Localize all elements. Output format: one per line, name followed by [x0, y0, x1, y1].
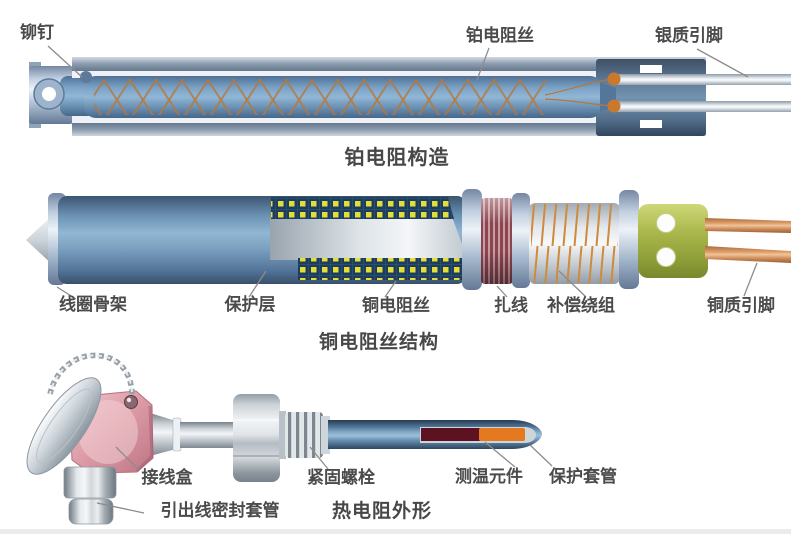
bottom-edge-strip [0, 529, 791, 534]
terminal-hole-bottom [656, 247, 676, 267]
compensation-turns [531, 204, 618, 283]
pointer-protective-sleeve [529, 444, 553, 467]
rivet-head [80, 71, 92, 83]
label-platinum-wire: 铂电阻丝 [466, 26, 534, 46]
cap-disc [26, 377, 102, 475]
silver-lead-top [612, 74, 791, 85]
sealing-fitting-upper [63, 466, 117, 499]
pointer-platinum-wire [476, 47, 490, 81]
label-fastening-bolt: 紧固螺栓 [307, 468, 375, 488]
hex-nut [233, 394, 280, 482]
silver-lead-bottom [612, 101, 791, 112]
pointer-copper-leads [743, 262, 758, 297]
extension-tube [180, 422, 234, 448]
shell-stripe-bottom [72, 116, 598, 123]
platinum-rtd-drawing [29, 57, 791, 136]
label-rivet: 铆钉 [20, 23, 54, 43]
pointer-copper-wire [384, 280, 397, 298]
nut-step [279, 411, 286, 459]
pointer-junction-box [115, 446, 140, 471]
title-platinum-construction: 铂电阻构造 [344, 145, 450, 169]
title-copper-structure: 铜电阻丝结构 [318, 331, 440, 353]
housing-slot-top [640, 65, 662, 73]
pointer-lead-sealing-sleeve [96, 502, 145, 514]
bracket-step-bottom [29, 121, 41, 128]
pointer-coil-frame [56, 286, 77, 300]
label-lead-sealing-sleeve: 引出线密封套管 [160, 501, 280, 521]
copper-wire-band-bottom [298, 258, 471, 280]
pointer-compensation-winding [558, 270, 587, 298]
copper-rtd-drawing [26, 189, 791, 290]
rivet-hole [42, 87, 56, 101]
box-neck-connector [150, 413, 176, 456]
copper-lead-top [705, 218, 791, 233]
label-compensation-winding: 补偿绕组 [547, 296, 615, 316]
cap-chain [47, 352, 135, 399]
pointer-lines [47, 45, 758, 514]
sealing-fitting-lower [68, 498, 114, 525]
collar-3 [619, 190, 639, 289]
threads [285, 412, 323, 458]
copper-lead-bottom [705, 246, 791, 263]
pointer-rivet [47, 45, 83, 78]
pointer-sensing-element [484, 441, 516, 468]
collar-2 [512, 193, 530, 288]
connection-wires [544, 78, 613, 107]
element-orange-segment [479, 428, 525, 441]
shell-bottom [72, 122, 706, 136]
housing-slot-bottom [640, 120, 662, 128]
terminal-hole-top [656, 213, 676, 233]
title-thermal-outline: 热电阻外形 [331, 500, 433, 522]
pointer-binding-wire [496, 285, 508, 298]
label-protective-layer: 保护层 [224, 295, 276, 315]
label-copper-leads: 铜质引脚 [707, 296, 775, 316]
bracket-step-top [29, 62, 41, 69]
thermal-rtd-drawing [26, 352, 542, 525]
shell-stripe-top [72, 71, 598, 78]
junction-box-edge [135, 405, 154, 473]
label-binding-wire: 扎线 [494, 296, 528, 316]
thread-taper [321, 416, 330, 454]
solder-dot-bottom [607, 99, 621, 113]
copper-wire-band-top [271, 197, 454, 219]
neck-ring [172, 417, 182, 452]
pointer-fastening-bolt [309, 446, 329, 470]
element-dark-segment [421, 428, 480, 441]
chain-eyelet-highlight [126, 397, 132, 403]
label-junction-box: 接线盒 [141, 468, 193, 488]
shell-top [72, 57, 706, 72]
label-copper-wire: 铜电阻丝 [362, 296, 430, 316]
solder-dot-top [607, 72, 621, 86]
chain-eyelet [124, 395, 138, 409]
collar-1 [462, 189, 482, 290]
terminal-cap [638, 204, 708, 278]
pointer-silver-leads [696, 48, 749, 78]
label-sensing-element: 测温元件 [455, 467, 523, 487]
label-coil-frame: 线圈骨架 [59, 295, 127, 315]
pointer-protective-layer [248, 270, 267, 298]
binding-coil-shade [481, 198, 513, 284]
bobbin-core [270, 217, 468, 260]
cap-chain-highlight [49, 354, 134, 399]
label-protective-sleeve: 保护套管 [549, 467, 617, 487]
platinum-winding [94, 79, 546, 115]
label-silver-leads: 银质引脚 [655, 26, 723, 46]
